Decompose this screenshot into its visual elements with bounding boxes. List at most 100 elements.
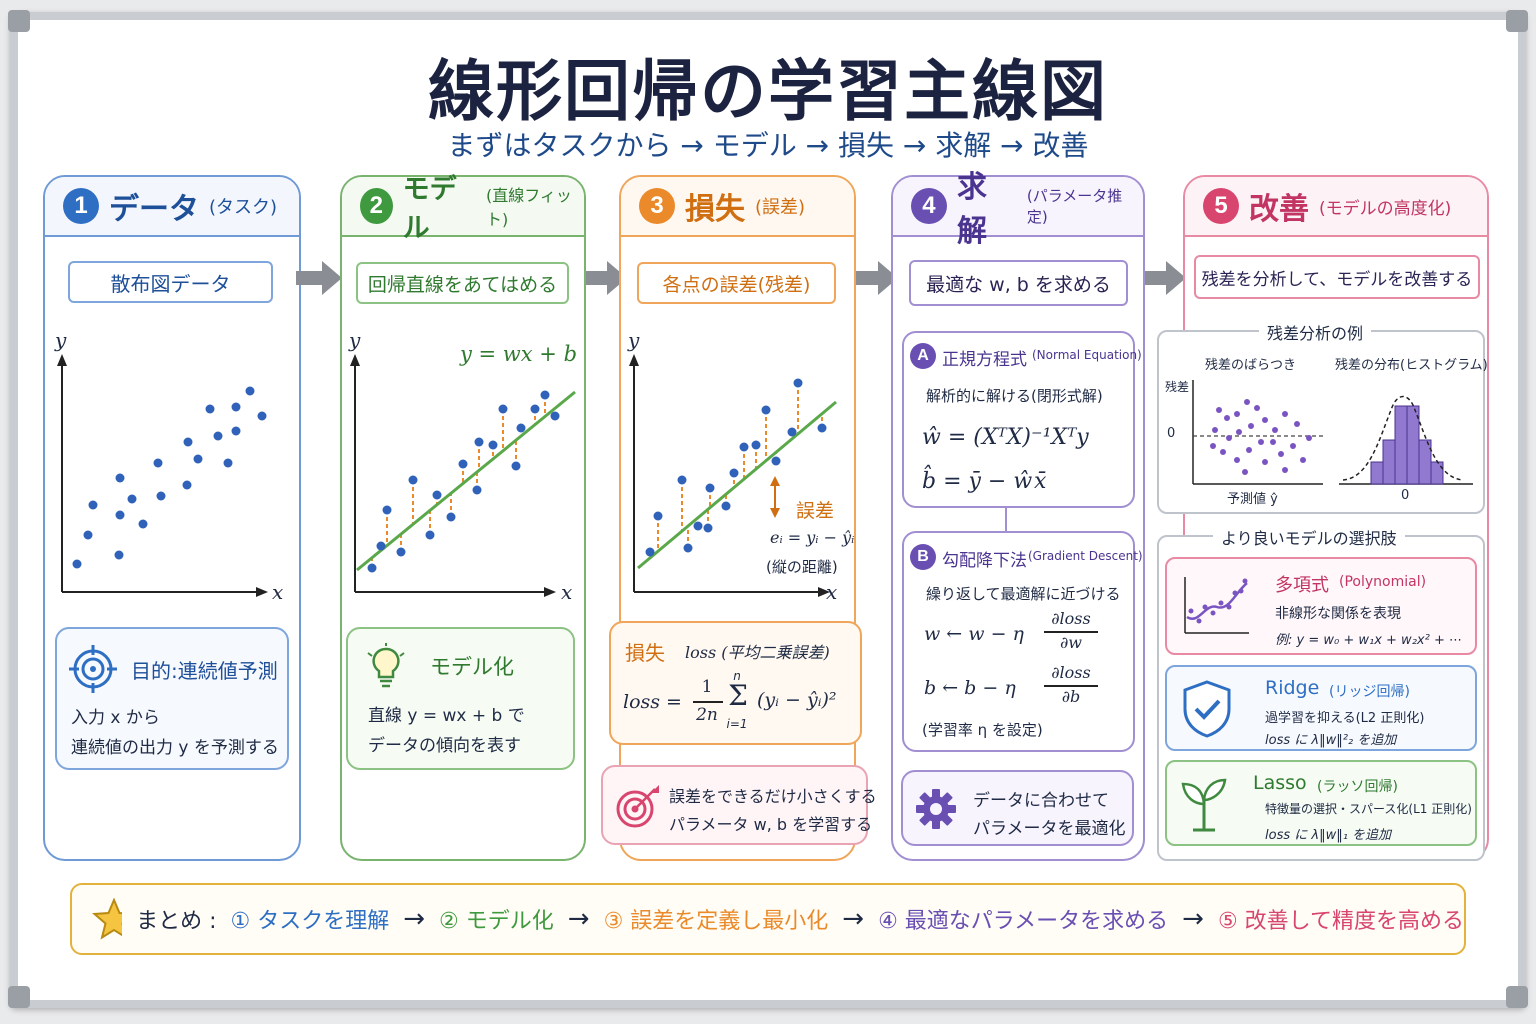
dart-target-icon bbox=[616, 785, 659, 828]
sprout-icon bbox=[1181, 778, 1227, 832]
loss-subtitle: loss (平均二乗誤差) bbox=[685, 643, 830, 662]
scatter-plot bbox=[57, 354, 268, 597]
scatter-point bbox=[511, 461, 521, 471]
step2-header: 2 モデル (直線フィット) bbox=[342, 174, 584, 244]
lasso-title: Lasso bbox=[1253, 772, 1307, 794]
scatter-point bbox=[1246, 447, 1252, 453]
scatter-point bbox=[721, 501, 731, 511]
summary-arrow: → bbox=[1182, 904, 1204, 934]
board-corner bbox=[1506, 10, 1528, 32]
scatter-point bbox=[245, 386, 255, 396]
flow-arrow bbox=[1140, 261, 1186, 295]
better-models-title: より良いモデルの選択肢 bbox=[1213, 525, 1405, 549]
scatter-point bbox=[683, 543, 693, 553]
badge-a: A bbox=[910, 343, 936, 369]
sum-top: n bbox=[733, 669, 741, 683]
polynomial-card: 多項式 (Polynomial) 非線形な関係を表現 例: y = w₀ + w… bbox=[1165, 557, 1477, 655]
polynomial-curve-icon bbox=[1184, 577, 1249, 634]
scatter-point bbox=[1270, 439, 1276, 445]
gd-w-num: ∂loss bbox=[1051, 609, 1091, 628]
scatter-point bbox=[472, 485, 482, 495]
summary-step4: ④ 最適なパラメータを求める bbox=[878, 909, 1169, 934]
summary-step3: ③ 誤差を定義し最小化 bbox=[603, 909, 829, 934]
lasso-line1: 特徴量の選択・スパース化(L1 正則化) bbox=[1265, 802, 1472, 816]
step3-pill: 各点の誤差(残差) bbox=[637, 262, 836, 304]
scatter-point bbox=[213, 431, 223, 441]
page-title: 線形回帰の学習主線図 bbox=[428, 52, 1108, 130]
scatter-point bbox=[1212, 427, 1218, 433]
step5-subtitle: (モデルの高度化) bbox=[1319, 198, 1452, 219]
ridge-line1: 過学習を抑える(L2 正則化) bbox=[1265, 711, 1425, 726]
residual-scatter-title: 残差のばらつき bbox=[1205, 358, 1297, 373]
flow-arrow bbox=[296, 261, 342, 295]
normal-eq-w: ŵ = (XᵀX)⁻¹Xᵀy bbox=[922, 425, 1089, 450]
lasso-subtitle: (ラッソ回帰) bbox=[1317, 779, 1398, 795]
axis-y-label: y bbox=[55, 328, 67, 352]
step4-pill: 最適な w, b を求める bbox=[909, 260, 1128, 306]
scatter-point bbox=[550, 411, 560, 421]
scatter-point bbox=[231, 426, 241, 436]
scatter-point bbox=[793, 378, 803, 388]
scatter-point bbox=[83, 530, 93, 540]
polynomial-line1: 非線形な関係を表現 bbox=[1275, 606, 1401, 622]
step2-subtitle: (直線フィット) bbox=[486, 186, 572, 229]
residual-scatter-chart bbox=[1192, 380, 1323, 485]
scatter-point bbox=[114, 550, 124, 560]
summary-step5: ⑤ 改善して精度を高める bbox=[1217, 909, 1464, 934]
page-subtitle: まずはタスクから → モデル → 損失 → 求解 → 改善 bbox=[447, 129, 1089, 162]
gd-line1: 繰り返して最適解に近づける bbox=[926, 585, 1121, 603]
summary-label: まとめ : bbox=[136, 909, 217, 934]
model-box-line2: データの傾向を表す bbox=[368, 736, 521, 756]
scatter-point bbox=[376, 541, 386, 551]
frac-bar bbox=[1044, 631, 1098, 633]
scatter-point bbox=[787, 427, 797, 437]
summary-step2: ② モデル化 bbox=[439, 909, 554, 934]
scatter-point bbox=[516, 423, 526, 433]
gd-title: 勾配降下法 bbox=[942, 551, 1027, 571]
summary-arrow: → bbox=[403, 904, 426, 934]
lightbulb-icon bbox=[367, 643, 405, 688]
scatter-point bbox=[1262, 459, 1268, 465]
scatter-point bbox=[729, 468, 739, 478]
badge-b: B bbox=[910, 544, 936, 570]
residual-y-label: 残差 bbox=[1165, 380, 1190, 394]
scatter-point bbox=[1254, 405, 1260, 411]
optimize-box: データに合わせて パラメータを最適化 bbox=[901, 770, 1134, 846]
scatter-point bbox=[183, 437, 193, 447]
scatter-point bbox=[156, 491, 166, 501]
scatter-point bbox=[677, 475, 687, 485]
normal-equation-box: A 正規方程式 (Normal Equation) 解析的に解ける(閉形式解) … bbox=[902, 331, 1142, 508]
axis-x-label: x bbox=[272, 580, 284, 604]
residual-analysis-title: 残差分析の例 bbox=[1259, 320, 1372, 344]
gd-en: (Gradient Descent) bbox=[1028, 549, 1143, 563]
scatter-point bbox=[739, 442, 749, 452]
scatter-point bbox=[1224, 415, 1230, 421]
step3-header: 3 損失 (誤差) bbox=[621, 177, 854, 237]
learn-note-line2: パラメータ w, b を学習する bbox=[669, 815, 873, 834]
scatter-point bbox=[1210, 443, 1216, 449]
sum-symbol: Σ bbox=[728, 679, 748, 712]
scatter-point bbox=[1282, 467, 1288, 473]
scatter-point bbox=[127, 494, 137, 504]
gd-note: (学習率 η を設定) bbox=[922, 721, 1043, 739]
polynomial-en: (Polynomial) bbox=[1339, 574, 1427, 590]
step1-title: データ bbox=[109, 192, 199, 227]
frac-bar bbox=[1044, 685, 1098, 687]
step4-subtitle: (パラメータ推定) bbox=[1026, 187, 1123, 226]
model-box: モデル化 直線 y = wx + b で データの傾向を表す bbox=[346, 627, 575, 770]
residual-zero-label: 0 bbox=[1167, 426, 1176, 441]
scatter-point bbox=[72, 559, 82, 569]
flow-arrow bbox=[581, 261, 627, 295]
ridge-subtitle: (リッジ回帰) bbox=[1329, 684, 1410, 700]
step2-number: 2 bbox=[360, 188, 393, 224]
step3-number: 3 bbox=[639, 188, 675, 224]
scatter-point bbox=[693, 521, 703, 531]
learn-note-box: 誤差をできるだけ小さくする パラメータ w, b を学習する bbox=[601, 765, 877, 845]
summary-arrow: → bbox=[567, 904, 590, 934]
lasso-card: Lasso (ラッソ回帰) 特徴量の選択・スパース化(L1 正則化) loss … bbox=[1165, 760, 1477, 846]
scatter-point bbox=[408, 475, 418, 485]
lasso-line2: loss に λ‖w‖₁ を追加 bbox=[1265, 828, 1392, 843]
frac-bar bbox=[693, 701, 723, 703]
flow-arrow bbox=[852, 261, 898, 295]
scatter-point bbox=[115, 473, 125, 483]
